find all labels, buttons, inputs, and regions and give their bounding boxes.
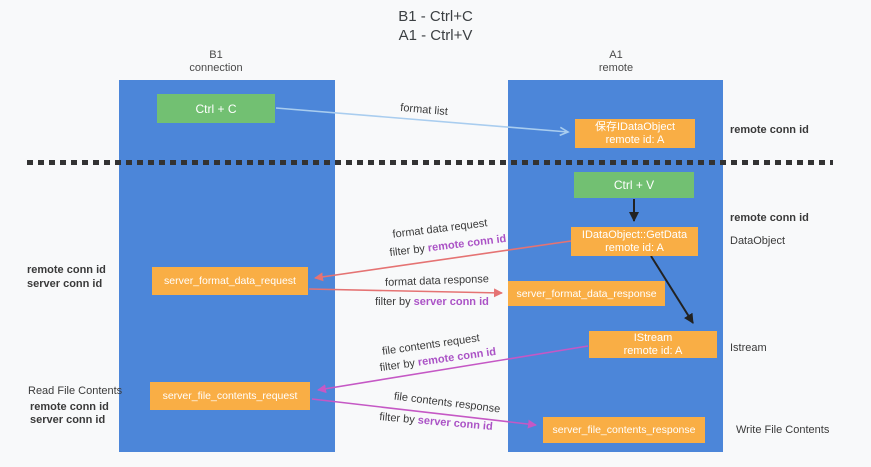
remote-conn-id-annotation-top: remote conn id [730, 124, 809, 136]
server-format-data-request-label: server_format_data_request [164, 275, 296, 287]
read-file-contents-annotation: Read File Contents [28, 385, 123, 397]
dataobject-annotation: DataObject [730, 235, 786, 247]
server-file-contents-request-box: server_file_contents_request [150, 382, 310, 410]
getdata-line2: remote id: A [605, 241, 664, 254]
diagram-title: B1 - Ctrl+C A1 - Ctrl+V [0, 7, 871, 45]
server-conn-id-text: server conn id [417, 414, 494, 433]
format-data-response-arrow [308, 288, 503, 298]
copy-paste-separator-line [27, 160, 833, 165]
remote-conn-id-annotation-left-2: remote conn id [30, 401, 109, 413]
istream-box: IStream remote id: A [589, 331, 717, 358]
filter-by-server-conn-id-label-1: filter by server conn id [347, 296, 517, 309]
filter-by-text: filter by [378, 411, 416, 427]
lifeline-a1-role: remote [598, 62, 634, 74]
getdata-line1: IDataObject::GetData [581, 228, 688, 241]
remote-conn-id-annotation-left-1: remote conn id [27, 264, 106, 276]
istream-annotation: Istream [730, 342, 767, 354]
lifeline-b1-name: B1 [209, 49, 223, 61]
ctrl-v-label: Ctrl + V [613, 178, 655, 192]
istream-line2: remote id: A [623, 344, 683, 357]
istream-line1: IStream [633, 331, 673, 344]
server-format-data-response-box: server_format_data_response [508, 281, 665, 306]
diagram-title-line2: A1 - Ctrl+V [398, 27, 473, 44]
server-file-contents-response-box: server_file_contents_response [543, 417, 705, 443]
ctrl-v-box: Ctrl + V [574, 172, 694, 198]
remote-conn-id-annotation-mid: remote conn id [730, 212, 809, 224]
diagram-title-line1: B1 - Ctrl+C [398, 8, 473, 25]
server-format-data-request-box: server_format_data_request [152, 267, 308, 295]
filter-by-text: filter by [378, 357, 416, 375]
server-conn-id-annotation-left-2: server conn id [30, 414, 106, 426]
lifeline-header-b1: B1 connection [136, 49, 296, 75]
format-data-response-label: format data response [384, 273, 490, 289]
ctrl-c-label: Ctrl + C [195, 101, 237, 116]
lifeline-b1-role: connection [189, 62, 243, 74]
server-conn-id-text: server conn id [413, 296, 489, 308]
lifeline-header-a1: A1 remote [536, 49, 696, 75]
server-file-contents-request-label: server_file_contents_request [162, 390, 298, 402]
save-dataobject-box: 保存IDataObject remote id: A [575, 119, 695, 148]
server-conn-id-annotation-left-1: server conn id [27, 278, 103, 290]
server-file-contents-response-label: server_file_contents_response [552, 424, 696, 436]
format-list-label: format list [399, 101, 449, 119]
lifeline-a1-name: A1 [609, 49, 623, 61]
save-dataobject-line2: remote id: A [605, 133, 665, 146]
getdata-box: IDataObject::GetData remote id: A [571, 227, 698, 256]
server-format-data-response-label: server_format_data_response [516, 287, 657, 300]
write-file-contents-annotation: Write File Contents [736, 424, 830, 436]
filter-by-text: filter by [388, 242, 426, 260]
save-dataobject-line1: 保存IDataObject [594, 120, 676, 133]
ctrl-c-box: Ctrl + C [157, 94, 275, 123]
filter-by-text: filter by [375, 296, 411, 308]
